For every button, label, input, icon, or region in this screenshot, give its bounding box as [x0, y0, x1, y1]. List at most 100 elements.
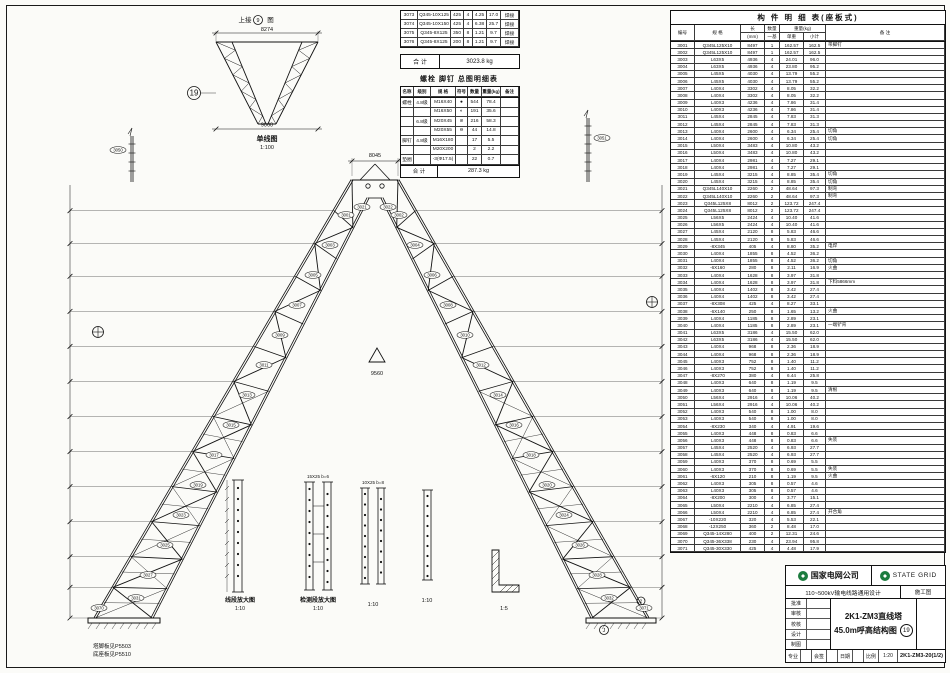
table-cell: 5.83	[780, 228, 804, 237]
table-cell: 3.97	[780, 279, 804, 287]
table-cell	[826, 300, 945, 308]
table-cell: L40X4	[695, 286, 741, 294]
table-cell: 4	[765, 502, 780, 510]
table-cell	[826, 379, 945, 387]
table-cell: 4	[765, 77, 780, 86]
table-cell: 2	[765, 207, 780, 215]
table-cell: Q345L125X8	[695, 207, 741, 215]
member-line	[67, 584, 73, 591]
member-line	[381, 197, 593, 619]
member-line	[151, 197, 369, 619]
table-cell: 3059	[671, 458, 695, 467]
annotation-text: 9	[257, 18, 260, 24]
bolt-dot	[426, 574, 429, 578]
table-cell: 3302	[741, 85, 765, 93]
table-cell: 540	[741, 415, 765, 423]
table-cell: L40X4	[695, 157, 741, 165]
table-cell	[826, 358, 945, 366]
table-cell: -8X270	[695, 372, 741, 380]
member-line	[545, 521, 594, 526]
table-cell: 3483	[741, 142, 765, 150]
table-cell: 2520	[741, 444, 765, 452]
table-cell: L50X4	[695, 149, 741, 157]
bolt-dot	[363, 576, 367, 580]
component-table: 构 件 明 细 表(座板式) 编号 规 格 长 (mm) 数量 一基 重量(kg…	[670, 10, 946, 554]
table-cell: 1402	[741, 293, 765, 301]
part-label-bubble	[90, 604, 108, 612]
table-cell: 31.8	[804, 279, 826, 287]
table-cell: 8	[765, 430, 780, 438]
ref-circle	[379, 183, 385, 189]
table-cell: L56X4	[695, 401, 741, 409]
member-line	[111, 622, 117, 630]
table-cell: 33.1	[804, 300, 826, 308]
table-cell: 1628	[741, 279, 765, 287]
member-line	[585, 622, 591, 630]
signature-blank	[807, 619, 830, 628]
table-cell: 1855	[741, 250, 765, 258]
bolt-dot	[426, 544, 429, 548]
table-cell: 8.48	[780, 523, 804, 531]
table-cell: 2916	[741, 394, 765, 402]
annotation-text: 19	[190, 89, 199, 98]
table-cell	[826, 228, 945, 237]
supplement-total: 合 计 3023.8 kg	[400, 54, 520, 69]
table-cell: 垫圈	[401, 155, 414, 165]
table-cell: 360	[741, 523, 765, 531]
table-cell: L45X5	[695, 70, 741, 78]
table-cell: 4	[765, 106, 780, 114]
part-label-bubble	[588, 571, 606, 579]
table-cell: 162.5	[804, 49, 826, 57]
table-cell: 2981	[741, 157, 765, 165]
table-cell: L40X4	[695, 250, 741, 258]
table-cell: 9.7	[487, 38, 501, 47]
table-cell: 3024	[671, 207, 695, 215]
table-cell: 448	[741, 437, 765, 445]
table-cell: 5.5	[804, 466, 826, 474]
table-cell: 3019	[671, 171, 695, 179]
part-label-bubble	[423, 271, 441, 279]
table-cell: 4	[765, 56, 780, 64]
member-line	[171, 486, 200, 526]
member-line	[129, 127, 133, 137]
table-cell	[826, 408, 945, 416]
table-cell: 4.52	[780, 257, 804, 265]
part-label-bubble	[390, 211, 408, 219]
table-cell: 3073	[401, 11, 418, 20]
table-cell: 4	[765, 63, 780, 71]
member-line	[67, 553, 73, 560]
signature-blank	[807, 609, 830, 618]
table-cell: 4	[765, 121, 780, 129]
table-cell	[826, 113, 945, 122]
table-cell: 6.8级	[414, 117, 431, 127]
member-line	[67, 308, 73, 315]
part-label-bubble	[288, 301, 306, 309]
table-cell: 3043	[671, 343, 695, 352]
table-cell: 370	[741, 466, 765, 474]
table-cell: L45X4	[695, 451, 741, 459]
table-cell: 6.93	[780, 444, 804, 452]
part-label-bubble	[304, 271, 322, 279]
table-cell: 2	[765, 200, 780, 208]
table-cell: 17.0	[804, 523, 826, 531]
member-line	[511, 584, 520, 593]
bolt-dot	[426, 554, 429, 558]
table-cell: 名称	[401, 87, 414, 97]
table-cell: 405	[741, 243, 765, 251]
member-line	[135, 622, 141, 630]
ref-circle	[187, 86, 201, 100]
bolt-dot	[363, 566, 367, 569]
member-line	[67, 483, 73, 490]
company-cell: 国家电网公司	[786, 566, 871, 585]
table-cell: 380	[741, 372, 765, 380]
col-note: 备 注	[826, 25, 945, 41]
figure-number-badge: 19	[899, 624, 913, 637]
table-cell: 3026	[671, 221, 695, 229]
table-cell: 6.38	[473, 20, 487, 29]
table-cell: 18.9	[804, 351, 826, 359]
annotation-text: 1:10	[235, 606, 245, 612]
table-cell: 305	[741, 480, 765, 488]
table-cell	[414, 145, 431, 155]
table-cell: 4	[765, 142, 780, 150]
